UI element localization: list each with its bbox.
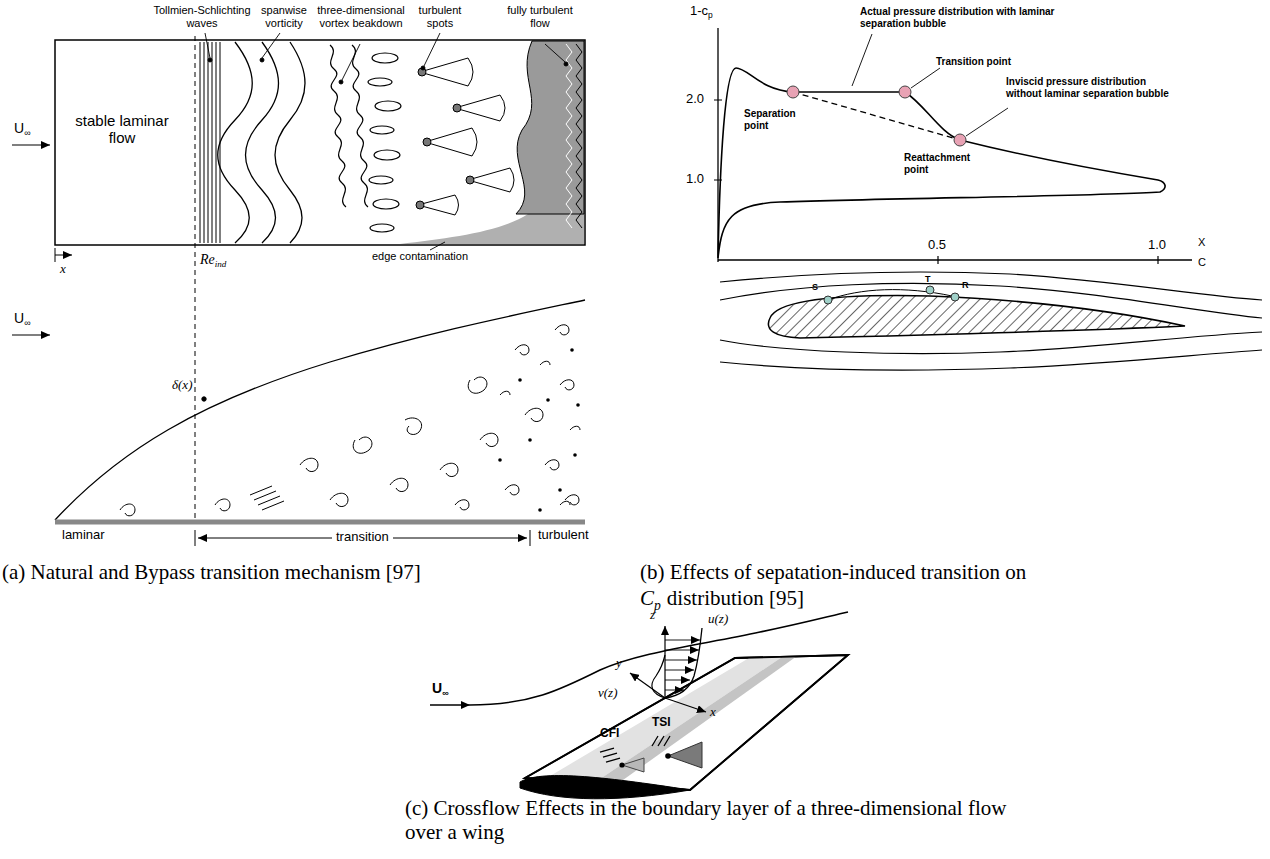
callout-label: Reattachment point [904, 152, 970, 175]
feature-label: edge contamination [372, 250, 468, 262]
feature-label: three-dimensional vortex beakdown [317, 4, 404, 29]
instability-label: TSI [652, 715, 671, 729]
figure-caption: distribution [95] [667, 586, 804, 610]
axis-title: X [1198, 236, 1205, 248]
label-group: turbulent [538, 528, 589, 543]
label-group: 1.0 [1148, 238, 1166, 253]
label-group: u(z) [708, 612, 728, 627]
label-group: U∞ [14, 310, 31, 329]
label-group: 1-cp [690, 4, 713, 21]
label-group: edge contamination [372, 250, 468, 263]
wing-sketch [430, 612, 848, 799]
plan-view [12, 33, 585, 262]
flow-symbol: ∞ [24, 318, 30, 328]
label-group: Reattachment point [904, 152, 982, 175]
label-group: turbulent spots [412, 4, 468, 29]
dashed-line [195, 36, 196, 522]
profile-label: v(z) [598, 685, 618, 700]
instability-label: CFI [600, 726, 619, 740]
label-group: Separation point [744, 108, 808, 131]
region-label: stable laminar flow [75, 112, 168, 146]
label-group: (a) Natural and Bypass transition mechan… [2, 560, 602, 584]
point-letter: S [812, 282, 818, 292]
regime-label: turbulent [538, 527, 589, 542]
feature-label: spanwise vorticity [261, 4, 307, 29]
feature-label: fully turbulent flow [507, 4, 572, 29]
reynolds-label: ind [215, 259, 227, 269]
label-group: δ(x) [172, 378, 192, 393]
reynolds-label: Re [200, 252, 215, 267]
tick-label: 1.0 [1148, 237, 1166, 252]
axis-title: 1-c [690, 3, 708, 18]
label-group: spanwise vorticity [256, 4, 312, 29]
label-group: Cp distribution [95] [640, 586, 804, 613]
figure-caption: (b) Effects of sepatation-induced transi… [640, 560, 1026, 584]
label-group: Actual pressure distribution with lamina… [860, 6, 1100, 29]
figure-caption: (a) Natural and Bypass transition mechan… [2, 560, 421, 584]
label-group: X [1198, 236, 1205, 249]
callout-label: Actual pressure distribution with lamina… [860, 6, 1054, 29]
label-group: 2.0 [686, 92, 704, 107]
label-group: S [812, 282, 818, 292]
label-group: v(z) [598, 686, 618, 701]
regime-label: laminar [62, 527, 105, 542]
profile-label: u(z) [708, 611, 728, 626]
label-group: (c) Crossflow Effects in the boundary la… [405, 796, 1025, 844]
callout-label: Separation point [744, 108, 796, 131]
feature-label: turbulent spots [419, 4, 462, 29]
label-group: x [60, 262, 66, 277]
axis-label: x [60, 261, 66, 276]
label-group: Inviscid pressure distribution without l… [1006, 76, 1182, 99]
flow-symbol: U [432, 680, 442, 696]
label-group: x [710, 705, 716, 720]
figure-caption: p [654, 598, 661, 613]
callout-label: Transition point [936, 56, 1011, 67]
label-group: laminar [62, 528, 105, 543]
label-group: CFI [600, 727, 619, 741]
point-letter: R [962, 280, 969, 290]
feature-label: Tollmien-Schlichting waves [153, 4, 250, 29]
airfoil-sketch [720, 272, 1262, 370]
point-letter: T [925, 274, 931, 284]
label-group: U∞ [432, 680, 449, 699]
label-group: three-dimensional vortex beakdown [312, 4, 410, 29]
tick-label: 2.0 [686, 91, 704, 106]
figure-caption: C [640, 586, 654, 610]
callout-label: Inviscid pressure distribution without l… [1006, 76, 1169, 99]
tick-label: 0.5 [928, 237, 946, 252]
axis-label: x [710, 704, 716, 719]
regime-label: transition [336, 529, 389, 544]
side-view [12, 300, 585, 546]
label-group: stable laminar flow [72, 112, 172, 147]
flow-symbol: ∞ [442, 688, 448, 698]
label-group: T [925, 274, 931, 284]
label-group: TSI [652, 716, 671, 730]
axis-label: z [650, 607, 655, 622]
label-group: Reind [200, 252, 226, 270]
figure-caption: (c) Crossflow Effects in the boundary la… [405, 796, 1006, 844]
label-group: U∞ [14, 120, 31, 139]
label-group: R [962, 280, 969, 290]
label-group: Tollmien-Schlichting waves [146, 4, 258, 29]
flow-symbol: U [14, 310, 24, 326]
label-group: 1.0 [686, 172, 704, 187]
label-group: (b) Effects of sepatation-induced transi… [640, 560, 1026, 584]
flow-symbol: ∞ [24, 128, 30, 138]
label-group: y [616, 656, 622, 671]
axis-title: p [708, 10, 713, 20]
tick-label: 1.0 [686, 171, 704, 186]
thickness-label: δ(x) [172, 377, 192, 392]
label-group: Transition point [936, 56, 1011, 68]
label-group: fully turbulent flow [500, 4, 580, 29]
cp-plot [714, 28, 1192, 264]
flow-symbol: U [14, 120, 24, 136]
label-group: 0.5 [928, 238, 946, 253]
label-group: C [1198, 256, 1206, 269]
axis-title: C [1198, 256, 1206, 268]
label-group: z [650, 608, 655, 623]
label-group: transition [332, 530, 393, 545]
axis-label: y [616, 655, 622, 670]
